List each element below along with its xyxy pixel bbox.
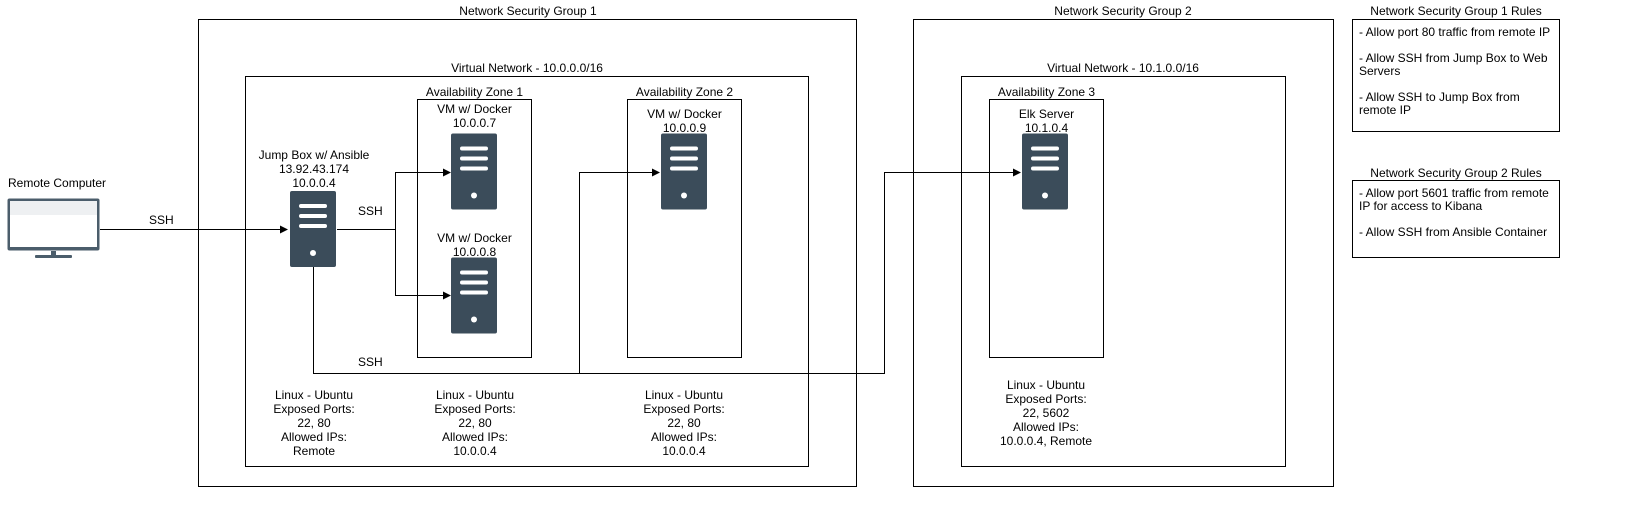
az3-box <box>989 99 1104 358</box>
rules2-item: - Allow SSH from Ansible Container <box>1359 225 1548 239</box>
jumpbox-public-ip: 13.92.43.174 <box>278 162 350 176</box>
vm2-label: VM w/ Docker 10.0.0.8 <box>417 231 532 259</box>
server-icon <box>451 257 497 334</box>
server-icon <box>661 133 707 210</box>
remote-computer-label: Remote Computer <box>8 176 107 190</box>
az2-specs: Linux - Ubuntu Exposed Ports: 22, 80 All… <box>624 388 744 458</box>
spec-ips-label: Allowed IPs: <box>280 430 348 444</box>
elk-name: Elk Server <box>1018 107 1075 121</box>
vm1-ip: 10.0.0.7 <box>452 116 497 130</box>
az1-specs: Linux - Ubuntu Exposed Ports: 22, 80 All… <box>415 388 535 458</box>
nsg2-box <box>913 19 1334 487</box>
az2-title: Availability Zone 2 <box>635 85 734 99</box>
vm1-name: VM w/ Docker <box>437 102 512 116</box>
nsg1-box <box>198 19 857 487</box>
spec-ports-label: Exposed Ports: <box>1005 392 1087 406</box>
jumpbox-specs: Linux - Ubuntu Exposed Ports: 22, 80 All… <box>254 388 374 458</box>
ssh-label-jumpbox: SSH <box>358 204 383 218</box>
vnet2-box <box>961 76 1286 467</box>
rules1-item: - Allow SSH from Jump Box to Web Servers <box>1359 51 1548 78</box>
az3-title: Availability Zone 3 <box>997 85 1096 99</box>
spec-os: Linux - Ubuntu <box>274 388 354 402</box>
server-icon <box>451 133 497 210</box>
spec-ips-label: Allowed IPs: <box>1012 420 1080 434</box>
rules2-title: Network Security Group 2 Rules <box>1370 166 1542 180</box>
spec-ports: 22, 80 <box>458 416 492 430</box>
az3-specs: Linux - Ubuntu Exposed Ports: 22, 5602 A… <box>986 378 1106 448</box>
az1-box <box>417 99 532 358</box>
monitor-icon <box>7 198 100 258</box>
vnet1-box <box>245 76 809 467</box>
spec-ips: 10.0.0.4 <box>662 444 706 458</box>
vm3-name: VM w/ Docker <box>647 107 722 121</box>
spec-ports-label: Exposed Ports: <box>434 402 516 416</box>
elk-ip: 10.1.0.4 <box>1024 121 1069 135</box>
rules1-box: - Allow port 80 traffic from remote IP -… <box>1352 19 1560 132</box>
spec-os: Linux - Ubuntu <box>435 388 515 402</box>
vm2-ip: 10.0.0.8 <box>452 245 497 259</box>
rules1-title: Network Security Group 1 Rules <box>1370 4 1542 18</box>
ssh-label-bottom: SSH <box>358 355 383 369</box>
nsg2-title: Network Security Group 2 <box>1054 4 1192 18</box>
az2-box <box>627 99 742 358</box>
jumpbox-name: Jump Box w/ Ansible <box>258 148 370 162</box>
spec-ports: 22, 5602 <box>1022 406 1070 420</box>
jumpbox-label: Jump Box w/ Ansible 13.92.43.174 10.0.0.… <box>244 148 384 190</box>
vm2-name: VM w/ Docker <box>437 231 512 245</box>
jumpbox-to-vm1-line <box>337 168 451 230</box>
spec-ports-label: Exposed Ports: <box>643 402 725 416</box>
spec-ports: 22, 80 <box>667 416 701 430</box>
ssh-label-remote: SSH <box>149 213 174 227</box>
rules1-item: - Allow port 80 traffic from remote IP <box>1359 25 1551 39</box>
jumpbox-to-vm2-line <box>395 229 451 300</box>
spec-ips: 10.0.0.4 <box>453 444 497 458</box>
server-icon <box>290 191 336 267</box>
spec-ports-label: Exposed Ports: <box>273 402 355 416</box>
spec-ips-label: Allowed IPs: <box>441 430 509 444</box>
vnet2-title: Virtual Network - 10.1.0.0/16 <box>1047 61 1199 75</box>
jumpbox-to-elk-line <box>579 168 1021 374</box>
vm3-ip: 10.0.0.9 <box>662 121 707 135</box>
spec-ports: 22, 80 <box>297 416 331 430</box>
server-icon <box>1022 133 1068 210</box>
rules1-item: - Allow SSH to Jump Box from remote IP <box>1359 90 1520 117</box>
spec-ips: 10.0.0.4, Remote <box>999 434 1093 448</box>
vm3-label: VM w/ Docker 10.0.0.9 <box>627 107 742 135</box>
elk-label: Elk Server 10.1.0.4 <box>989 107 1104 135</box>
vm1-label: VM w/ Docker 10.0.0.7 <box>417 102 532 130</box>
jumpbox-ip: 10.0.0.4 <box>292 176 336 190</box>
spec-ips: Remote <box>292 444 336 458</box>
rules2-item: - Allow port 5601 traffic from remote IP… <box>1359 186 1549 213</box>
vnet1-title: Virtual Network - 10.0.0.0/16 <box>451 61 603 75</box>
spec-os: Linux - Ubuntu <box>1006 378 1086 392</box>
rules2-box: - Allow port 5601 traffic from remote IP… <box>1352 180 1560 258</box>
spec-os: Linux - Ubuntu <box>644 388 724 402</box>
spec-ips-label: Allowed IPs: <box>650 430 718 444</box>
nsg1-title: Network Security Group 1 <box>459 4 597 18</box>
az1-title: Availability Zone 1 <box>425 85 524 99</box>
